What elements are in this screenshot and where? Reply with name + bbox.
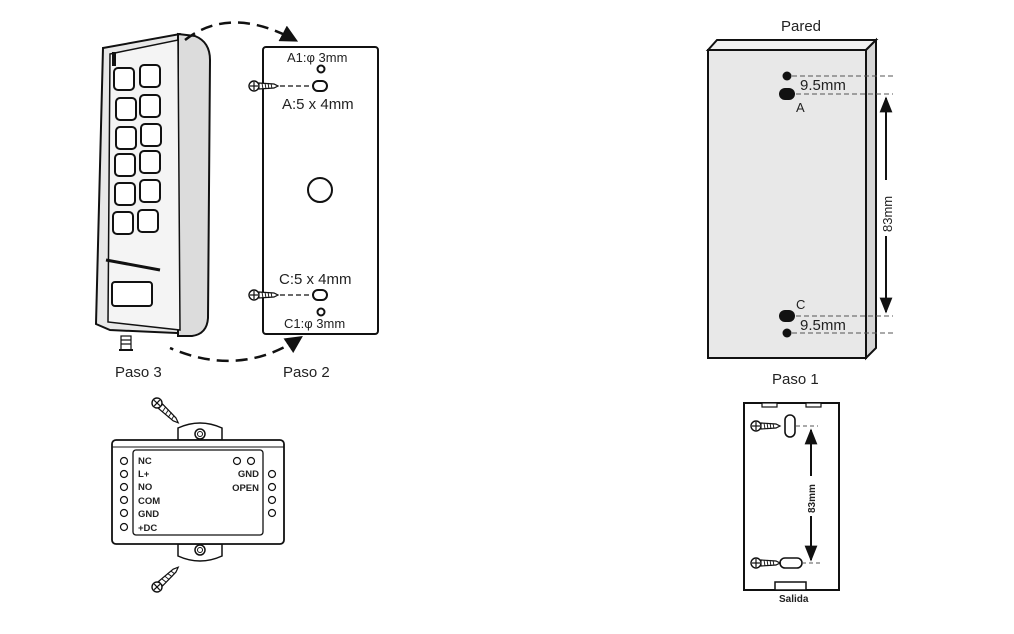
arc-arrow-bottom: [169, 336, 303, 363]
label-c: C:5 x 4mm: [279, 271, 352, 288]
label-plate-span: 83mm: [807, 484, 818, 513]
label-wall-span: 83mm: [880, 196, 895, 232]
arc-arrow-top: [184, 21, 299, 42]
wall-holes: [779, 71, 795, 338]
label-step1: Paso 1: [772, 371, 819, 388]
terminal-no: NO: [138, 482, 152, 493]
label-c1: C1:φ 3mm: [284, 316, 345, 331]
label-exit: Salida: [779, 594, 809, 605]
label-wall: Pared: [781, 18, 821, 35]
label-a: A:5 x 4mm: [282, 96, 354, 113]
terminal-nc: NC: [138, 456, 152, 467]
terminal-l-plus: L+: [138, 469, 150, 480]
label-hole-c: C: [796, 297, 805, 312]
label-gap-bottom: 9.5mm: [800, 317, 846, 334]
back-plate: A1:φ 3mm A:5 x 4mm C:5 x 4mm C1:φ 3mm: [248, 46, 379, 335]
label-step3: Paso 3: [115, 364, 162, 381]
terminal-gnd-right: GND: [238, 469, 259, 480]
label-step2: Paso 2: [283, 364, 330, 381]
keypad-device: [94, 32, 212, 351]
terminal-dc: +DC: [138, 523, 157, 534]
terminal-gnd-left: GND: [138, 509, 159, 520]
keypad-card-area: [111, 281, 153, 307]
keypad-buttons: [112, 64, 162, 235]
wall-block: [705, 37, 879, 361]
label-gap-top: 9.5mm: [800, 77, 846, 94]
plate-dimension-bg: [804, 476, 818, 516]
screw-icon-controller-bottom: [151, 566, 180, 593]
label-hole-a: A: [796, 100, 805, 115]
label-a1: A1:φ 3mm: [287, 50, 347, 65]
terminal-open: OPEN: [232, 483, 259, 494]
exit-slot: [774, 581, 807, 591]
controller-module: NC L+ NO COM GND +DC GND OPEN: [111, 397, 285, 593]
dimension-label-bg: [878, 180, 894, 236]
terminal-com: COM: [138, 496, 160, 507]
wall-guide-lines: [792, 75, 893, 334]
mount-plate: [743, 402, 840, 591]
screw-icon-controller-top: [151, 397, 180, 424]
keypad-slot: [105, 258, 161, 272]
cable-hole: [307, 177, 333, 203]
bottom-screw-icon: [119, 335, 133, 351]
